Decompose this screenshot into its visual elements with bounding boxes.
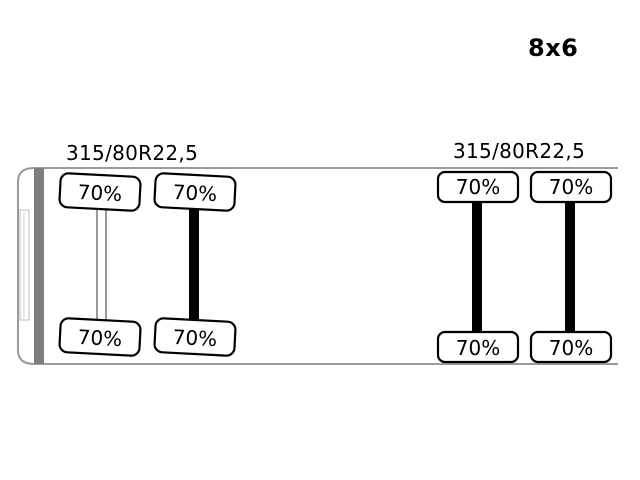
- chassis-frame: [17, 167, 618, 365]
- tread-depth-label: 70%: [77, 180, 123, 206]
- tire-front-2-top: 70%: [153, 172, 237, 212]
- tread-depth-label: 70%: [77, 325, 123, 351]
- axle-front-1-shaft: [96, 208, 107, 322]
- cab-front: [34, 168, 44, 364]
- axle-rear-2-shaft: [565, 200, 575, 334]
- tire-rear-2-bottom: 70%: [529, 330, 613, 364]
- tread-depth-label: 70%: [549, 175, 593, 199]
- tire-front-1-bottom: 70%: [58, 317, 142, 357]
- tire-rear-2-top: 70%: [529, 170, 613, 204]
- tire-front-2-bottom: 70%: [153, 317, 237, 357]
- tread-depth-label: 70%: [172, 180, 218, 206]
- tire-rear-1-bottom: 70%: [436, 330, 520, 364]
- tread-depth-label: 70%: [172, 325, 218, 351]
- tread-depth-label: 70%: [549, 336, 593, 360]
- axle-configuration-label: 8x6: [528, 34, 579, 62]
- tread-depth-label: 70%: [456, 336, 500, 360]
- axle-rear-1-shaft: [472, 200, 482, 334]
- front-tire-size-label: 315/80R22,5: [66, 141, 199, 165]
- axle-front-2-shaft: [189, 206, 199, 326]
- rear-tire-size-label: 315/80R22,5: [453, 139, 586, 163]
- tread-depth-label: 70%: [456, 175, 500, 199]
- tire-rear-1-top: 70%: [436, 170, 520, 204]
- tire-front-1-top: 70%: [58, 172, 142, 212]
- bumper: [19, 209, 30, 321]
